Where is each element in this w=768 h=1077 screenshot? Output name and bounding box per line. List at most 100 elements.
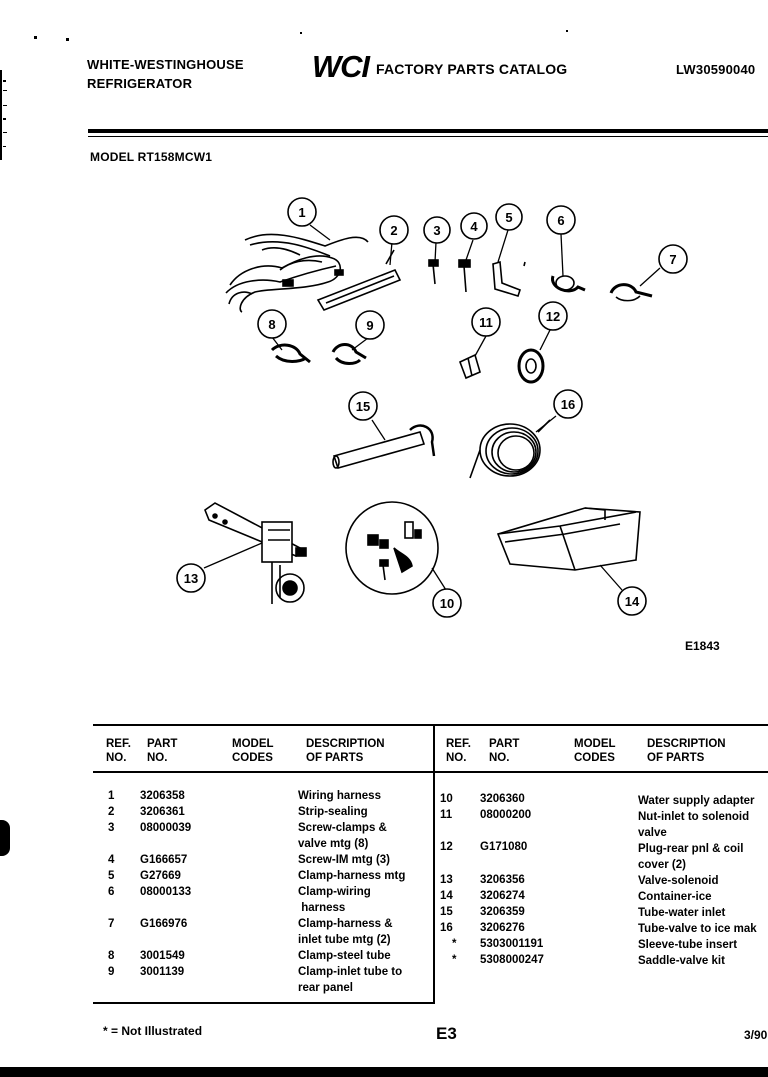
callout-9 — [355, 310, 385, 340]
ref-no: 10 — [440, 793, 453, 805]
part-description: Water supply adapter — [638, 795, 755, 807]
clamp-harness-illustration — [609, 283, 653, 302]
wci-logo-mark: WCI — [312, 49, 371, 84]
callout-13-label: 13 — [184, 571, 198, 586]
model-label: MODEL RT158MCW1 — [90, 150, 213, 164]
strip-sealing-illustration — [316, 249, 402, 311]
callout-4-label: 4 — [470, 219, 478, 234]
part-no: 3206360 — [480, 793, 525, 805]
callout-16-label: 16 — [561, 397, 575, 412]
scan-edge-artifact — [0, 70, 7, 160]
clamp-wiring-illustration — [551, 275, 586, 293]
table-row: 12 G171080 Plug-rear pnl & coil cover (2… — [0, 0, 743, 871]
callout-6 — [546, 205, 576, 235]
part-no: 3206358 — [140, 790, 185, 802]
catalog-title: FACTORY PARTS CATALOG — [376, 61, 568, 77]
callout-5-label: 5 — [505, 210, 512, 225]
part-description: Clamp-inlet tube to rear panel — [298, 966, 403, 994]
part-no: 3001139 — [140, 966, 185, 978]
callout-14-label: 14 — [625, 594, 640, 609]
ref-no: 15 — [440, 906, 453, 918]
container-ice-illustration — [496, 507, 641, 571]
water-supply-adapter-illustration — [345, 501, 439, 595]
part-description: Container-ice — [638, 891, 712, 903]
callout-11-label: 11 — [479, 315, 493, 330]
ref-no: 5 — [108, 870, 115, 882]
tube-water-inlet-illustration — [332, 424, 436, 469]
part-description: Clamp-harness & inlet tube mtg (2) — [298, 918, 393, 946]
callout-11 — [471, 307, 501, 337]
callout-4 — [460, 212, 488, 240]
wci-logo-text: WCI — [312, 50, 371, 82]
exploded-parts-diagram: 1 2 3 4 5 6 7 8 9 10 11 12 13 14 15 16 — [176, 197, 688, 618]
callout-7 — [658, 244, 688, 274]
col-header-codes-right: MODEL CODES — [574, 738, 616, 764]
part-description: Sleeve-tube insert — [638, 939, 738, 951]
ref-no: 14 — [440, 890, 453, 902]
page-date: 3/90 — [744, 1028, 768, 1042]
ref-no: 1 — [108, 790, 115, 802]
col-header-part-right: PART NO. — [489, 738, 520, 764]
part-no: 08000133 — [140, 886, 192, 898]
callout-16 — [553, 389, 583, 419]
table-row: 9 3001139 Clamp-inlet tube to rear panel — [0, 0, 402, 994]
callout-10-label: 10 — [440, 596, 454, 611]
part-no: 08000039 — [140, 822, 192, 834]
tube-coil-illustration — [469, 419, 551, 479]
ref-no: 4 — [108, 854, 115, 866]
callout-3 — [423, 216, 451, 244]
callout-1 — [287, 197, 317, 227]
part-no: 5303001191 — [480, 938, 544, 950]
catalog-number: LW30590040 — [676, 62, 756, 77]
callout-9-label: 9 — [366, 318, 373, 333]
callout-3-label: 3 — [433, 223, 440, 238]
callout-12-label: 12 — [546, 309, 560, 324]
callout-14 — [617, 586, 647, 616]
callout-8-label: 8 — [268, 317, 275, 332]
part-description: Clamp-wiring harness — [298, 886, 371, 914]
clamp-steel-tube-illustration — [270, 343, 311, 364]
scan-speck — [300, 32, 302, 34]
clamp-inlet-illustration — [331, 343, 367, 365]
callout-1-label: 1 — [298, 205, 305, 220]
part-description: Plug-rear pnl & coil cover (2) — [638, 843, 744, 871]
table-row: 14 3206274 Container-ice — [0, 0, 712, 903]
table-top-rule — [93, 724, 768, 726]
table-row: * 5303001191 Sleeve-tube insert — [0, 0, 737, 951]
part-description: Screw-clamps & valve mtg (8) — [298, 822, 387, 850]
callout-13 — [176, 563, 206, 593]
part-description: Screw-IM mtg (3) — [298, 854, 391, 866]
part-no: 3206274 — [480, 890, 525, 902]
brand-line-1: WHITE-WESTINGHOUSE — [87, 57, 244, 72]
part-no: 08000200 — [480, 809, 532, 821]
table-row: 16 3206276 Tube-valve to ice mak — [0, 0, 757, 935]
scan-edge-blob — [0, 820, 10, 856]
part-description: Nut-inlet to solenoid valve — [638, 811, 750, 839]
part-no: 3206356 — [480, 874, 525, 886]
plug-illustration — [517, 348, 545, 384]
scan-speck — [566, 30, 568, 32]
ref-no: 9 — [108, 966, 115, 978]
part-no: 3206276 — [480, 922, 525, 934]
ref-no: 6 — [108, 886, 115, 898]
table-header-rule — [93, 771, 768, 773]
nut-illustration — [458, 353, 481, 380]
part-description: Tube-valve to ice mak — [638, 923, 757, 935]
part-description: Wiring harness — [298, 790, 381, 802]
callout-6-label: 6 — [557, 213, 564, 228]
table-row: 4 G166657 Screw-IM mtg (3) — [0, 0, 390, 866]
table-center-divider — [433, 724, 435, 1002]
callout-2 — [379, 215, 409, 245]
wci-logo: WCI — [312, 49, 372, 87]
table-row: 5 G27669 Clamp-harness mtg — [0, 0, 405, 882]
table-bottom-rule — [93, 1002, 435, 1004]
ref-no: 2 — [108, 806, 115, 818]
part-no: G166976 — [140, 918, 188, 930]
table-row: 3 08000039 Screw-clamps & valve mtg (8) — [0, 0, 387, 850]
table-row: 11 08000200 Nut-inlet to solenoid valve — [0, 0, 749, 839]
scan-speck — [34, 36, 37, 39]
table-row: 13 3206356 Valve-solenoid — [0, 0, 719, 887]
callout-5 — [495, 203, 523, 231]
table-row: * 5308000247 Saddle-valve kit — [0, 0, 725, 967]
col-header-codes: MODEL CODES — [232, 738, 274, 764]
